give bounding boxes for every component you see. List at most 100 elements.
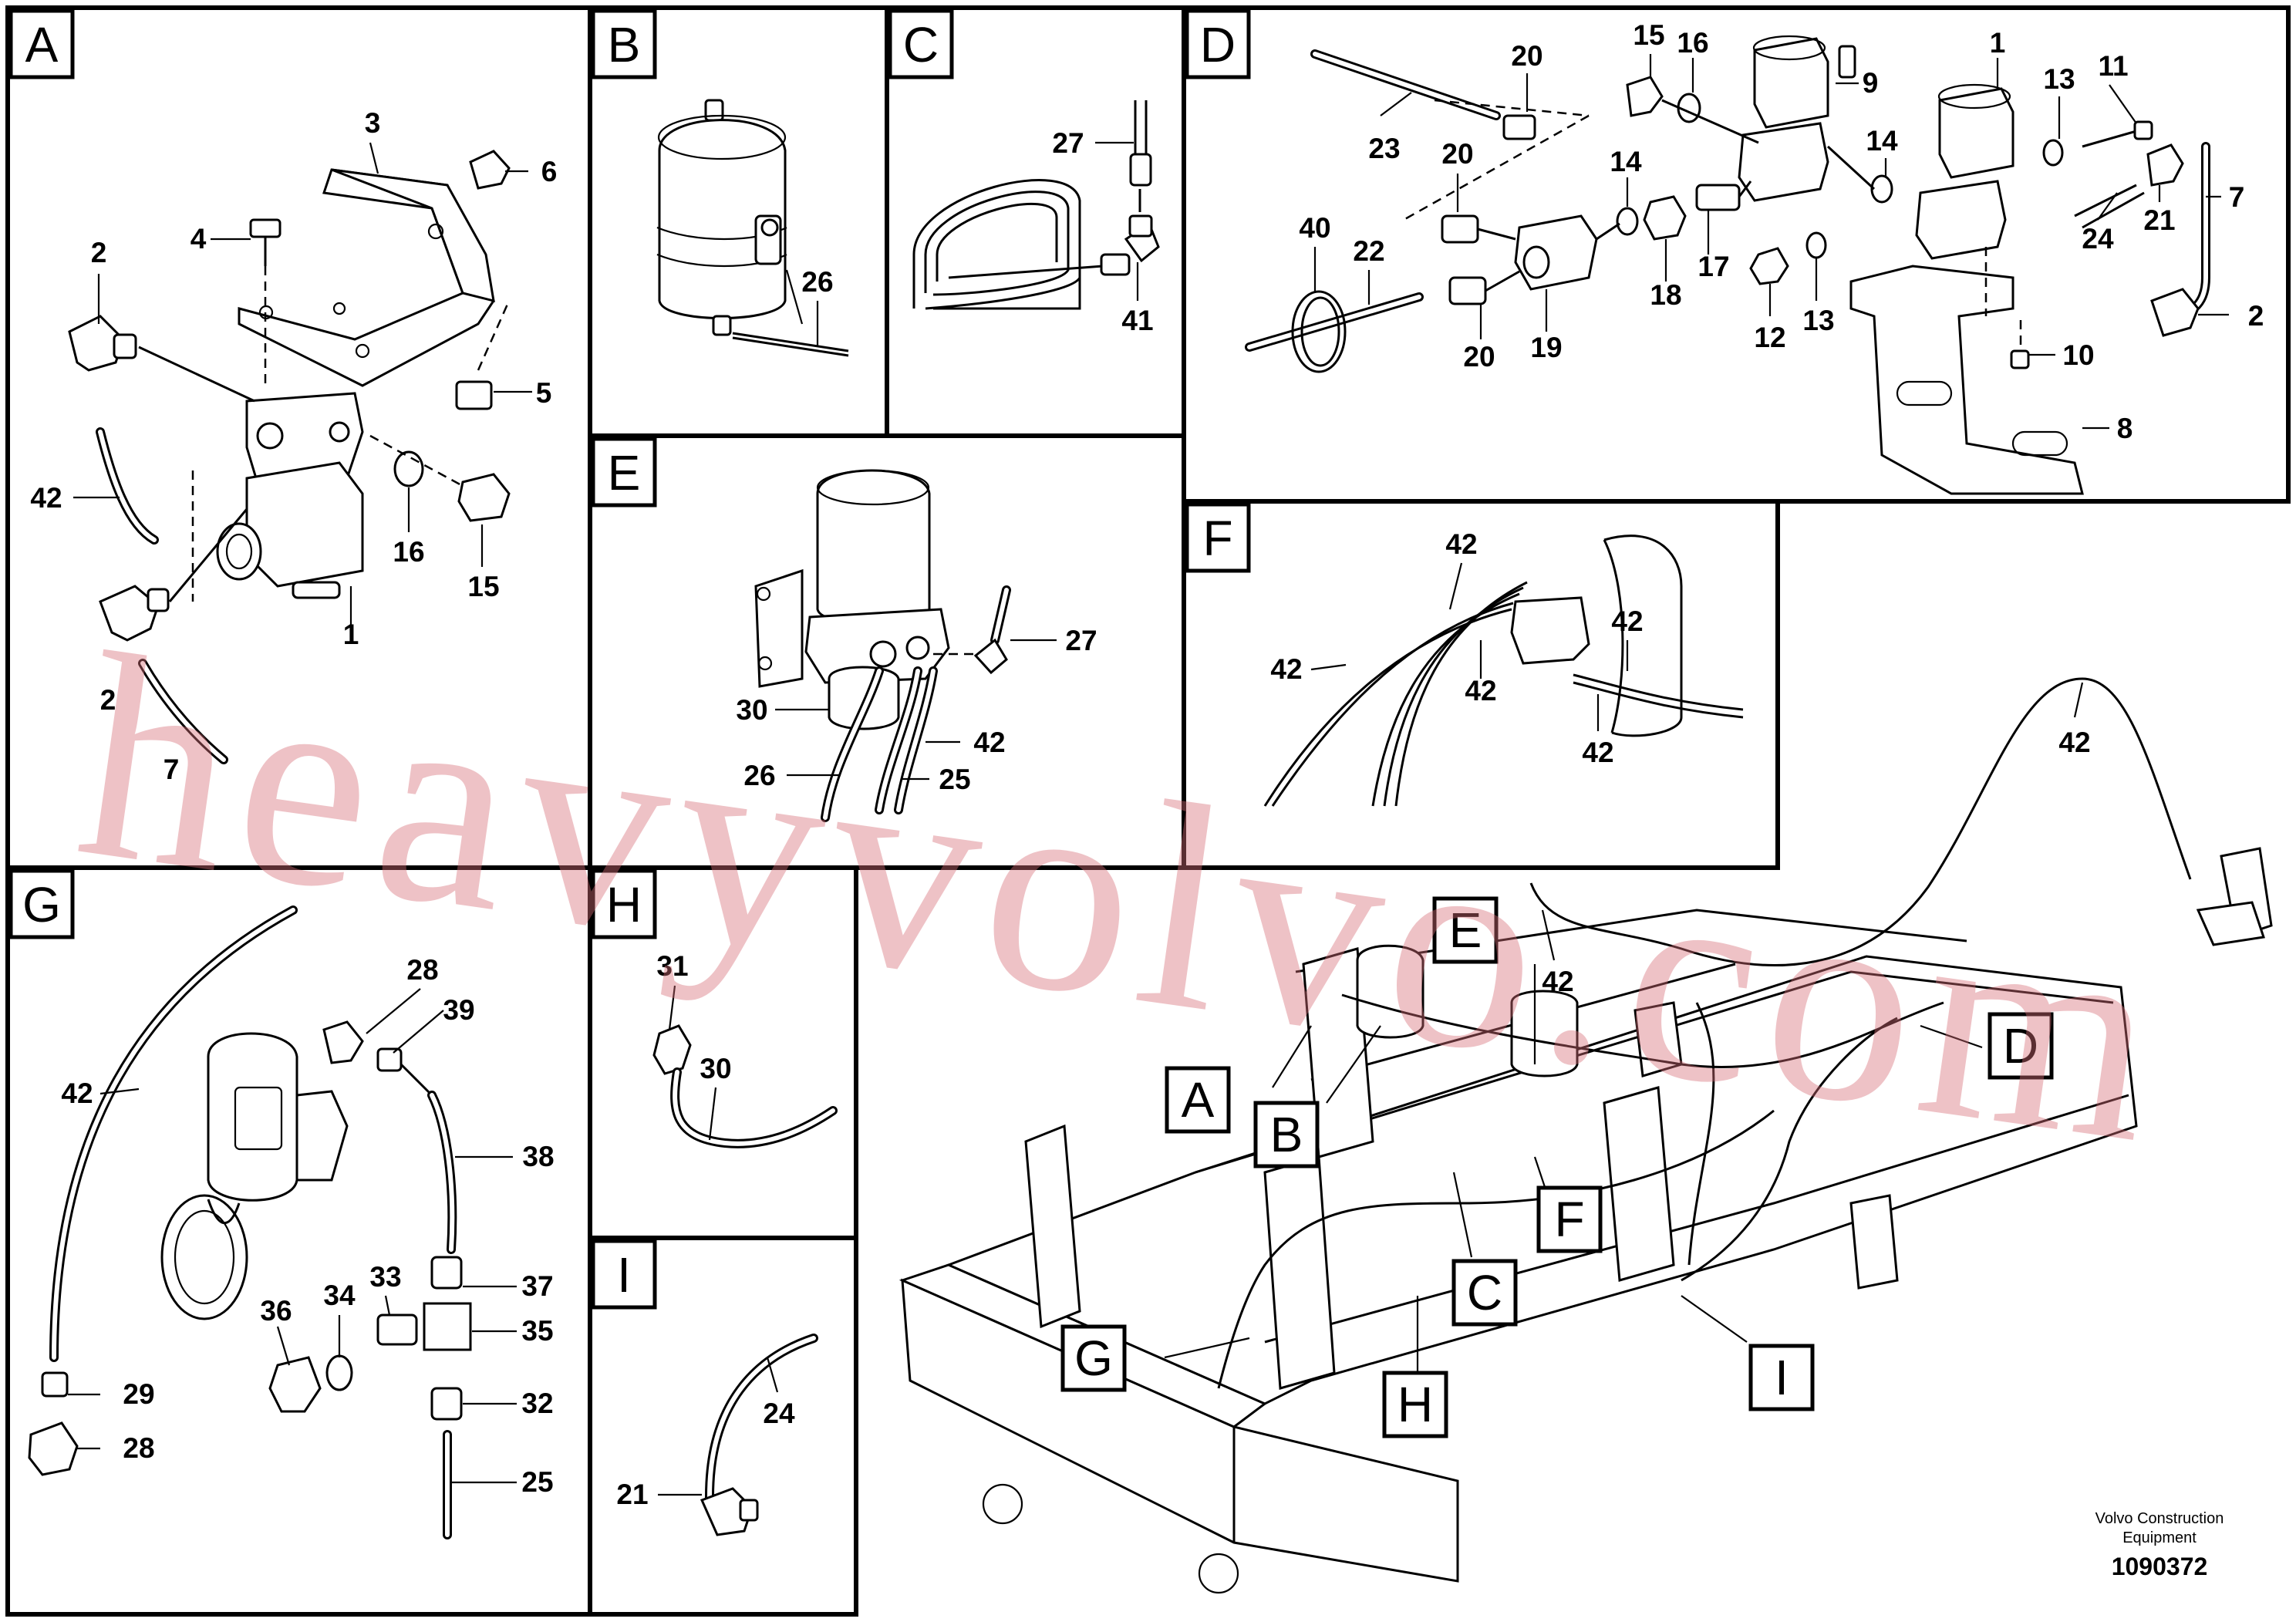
panel-C-drawing: 27 41 (912, 100, 1160, 336)
overview-tag-G-label: G (1074, 1330, 1113, 1386)
callout-A-6: 6 (541, 156, 558, 187)
panel-tag-D-label: D (1200, 17, 1236, 73)
panel-tag-B: B (591, 8, 657, 79)
callout-E-27: 27 (1065, 625, 1097, 656)
overview-tag-I: I (1748, 1344, 1815, 1411)
panel-tag-A: A (8, 8, 75, 79)
callout-D-13b: 13 (1802, 305, 1834, 336)
overview-tag-D: D (1988, 1012, 2054, 1080)
panel-B-drawing: 26 (656, 99, 849, 357)
callout-G-35: 35 (521, 1315, 553, 1347)
footer-company-line1: Volvo Construction (2095, 1510, 2224, 1527)
callout-D-24: 24 (2082, 223, 2114, 255)
callout-D-8: 8 (2117, 413, 2133, 444)
callout-G-39: 39 (443, 994, 474, 1026)
callout-I-24: 24 (763, 1398, 795, 1429)
callout-D-2: 2 (2248, 300, 2264, 332)
callout-G-25: 25 (521, 1466, 553, 1498)
panel-A-drawing: 3 6 4 2 5 42 16 15 1 2 7 (30, 107, 557, 785)
callout-G-34: 34 (323, 1280, 356, 1311)
panel-tag-H-label: H (606, 877, 642, 932)
overview-tag-A-label: A (1182, 1072, 1215, 1128)
panel-tag-E: E (591, 437, 657, 508)
panel-tag-B-label: B (608, 17, 641, 73)
callout-A-2: 2 (91, 237, 107, 268)
callout-G-28b: 28 (123, 1432, 154, 1464)
callout-D-7: 7 (2229, 181, 2245, 213)
callout-D-10: 10 (2062, 339, 2094, 371)
footer-drawing-number: 1090372 (2112, 1553, 2208, 1580)
callout-H-30: 30 (700, 1053, 731, 1084)
callout-overview-42a: 42 (1542, 966, 1573, 997)
callout-G-32: 32 (521, 1388, 553, 1419)
callout-E-42: 42 (973, 727, 1005, 758)
callout-D-13a: 13 (2043, 63, 2075, 95)
panel-tag-I: I (591, 1239, 657, 1310)
callout-E-26: 26 (743, 760, 775, 791)
callout-G-29: 29 (123, 1378, 154, 1410)
callout-E-25: 25 (939, 764, 970, 795)
callout-A-42: 42 (30, 482, 62, 514)
callout-D-11: 11 (2098, 50, 2128, 82)
panel-tag-A-label: A (25, 17, 59, 73)
callout-F-42a: 42 (1270, 653, 1302, 685)
callout-A-15: 15 (467, 571, 499, 602)
panel-H-drawing: 31 30 (652, 950, 838, 1148)
callout-D-18: 18 (1650, 279, 1681, 311)
callout-C-41: 41 (1121, 305, 1153, 336)
callout-F-42c: 42 (1465, 675, 1496, 706)
overview-tag-H: H (1382, 1371, 1448, 1438)
callout-C-27: 27 (1052, 127, 1084, 159)
callout-H-31: 31 (656, 950, 688, 982)
panel-I-drawing: 24 21 (616, 1334, 818, 1536)
callout-D-16: 16 (1677, 27, 1708, 59)
callout-E-30: 30 (736, 694, 767, 726)
panel-F-drawing: 42 42 42 42 42 (1263, 528, 1744, 807)
callout-G-33: 33 (369, 1261, 401, 1293)
callout-D-22: 22 (1353, 235, 1384, 267)
overview-tag-H-label: H (1397, 1377, 1433, 1432)
overview-tag-B: B (1253, 1101, 1320, 1168)
overview-tag-D-label: D (2003, 1018, 2038, 1074)
callout-D-9: 9 (1863, 67, 1879, 99)
footer-block: Volvo Construction Equipment 1090372 (2095, 1510, 2224, 1580)
panel-tag-G: G (8, 868, 75, 939)
overview-tag-C-label: C (1467, 1265, 1502, 1320)
callout-D-19: 19 (1530, 332, 1562, 363)
overview-tag-E: E (1432, 896, 1499, 964)
callout-A-4: 4 (190, 223, 207, 255)
callout-A-5: 5 (536, 377, 552, 409)
callout-D-12: 12 (1754, 322, 1785, 353)
callout-B-26: 26 (801, 266, 833, 298)
panel-tag-C: C (888, 8, 954, 79)
callout-D-20a: 20 (1511, 40, 1542, 72)
panel-tag-C-label: C (903, 17, 939, 73)
callout-A-7: 7 (164, 754, 180, 785)
overview-tag-F: F (1536, 1185, 1603, 1253)
overview-tag-C: C (1451, 1259, 1518, 1327)
overview-tag-E-label: E (1449, 902, 1482, 958)
overview-tag-A: A (1165, 1066, 1231, 1134)
panel-tag-I-label: I (617, 1247, 631, 1303)
callout-overview-42b: 42 (2058, 727, 2090, 758)
overview-tag-I-label: I (1775, 1350, 1789, 1405)
panel-tag-F: F (1185, 502, 1251, 573)
callout-D-20b: 20 (1441, 138, 1473, 170)
panel-tag-G-label: G (22, 877, 61, 932)
callout-G-38: 38 (522, 1141, 554, 1172)
callout-D-15: 15 (1633, 19, 1664, 51)
callout-A-3: 3 (365, 107, 381, 139)
panel-tag-E-label: E (608, 445, 641, 501)
overview-tag-F-label: F (1554, 1192, 1584, 1247)
callout-G-37: 37 (521, 1270, 553, 1302)
callout-D-23: 23 (1368, 133, 1400, 164)
callout-D-1: 1 (1990, 27, 2006, 59)
panel-tag-H: H (591, 868, 657, 939)
callout-A-2b: 2 (100, 684, 116, 716)
overview-drawing: 42 42 (899, 677, 2273, 1594)
panel-tag-F-label: F (1202, 511, 1232, 566)
callout-D-17: 17 (1698, 251, 1729, 282)
callout-G-42: 42 (61, 1077, 93, 1109)
callout-G-28a: 28 (406, 954, 438, 986)
panel-D-drawing: 20 15 16 9 1 13 11 23 20 14 14 7 24 21 4… (1245, 19, 2264, 495)
